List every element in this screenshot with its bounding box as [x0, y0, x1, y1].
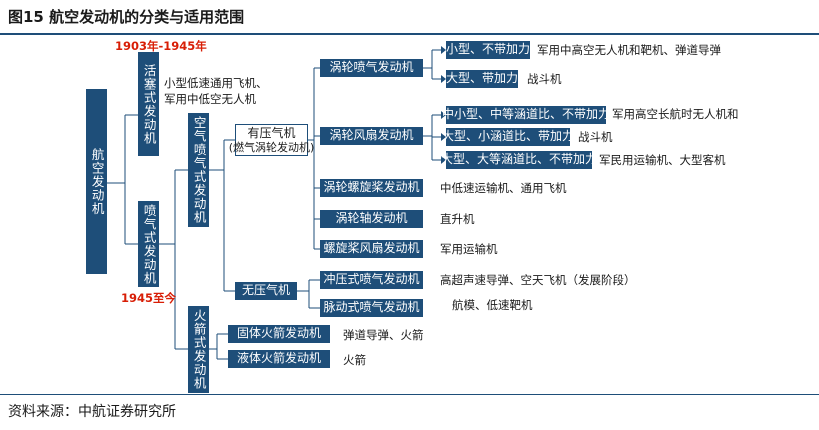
node-piston-engine-label: 活塞式发动机	[141, 63, 157, 145]
application-propfan: 军用运输机	[440, 242, 498, 256]
node-turboshaft: 涡轮轴发动机	[320, 210, 423, 228]
connector-jet	[159, 169, 188, 350]
node-with-compressor-note: (燃气涡轮发动机)	[228, 140, 315, 154]
node-aero-engine-label: 航空发动机	[89, 147, 105, 216]
arrowhead	[441, 111, 446, 119]
source-note: 资料来源：中航证券研究所	[8, 404, 176, 420]
connector-airbreathing	[209, 139, 235, 292]
application-solid-rocket: 弹道导弹、火箭	[343, 328, 424, 342]
node-turbofan: 涡轮风扇发动机	[320, 127, 423, 145]
connector-rocket	[209, 333, 228, 360]
application-turbojet-large: 战斗机	[527, 72, 562, 86]
node-with-compressor-label: 有压气机	[247, 125, 296, 140]
connector-turbojet	[423, 49, 441, 80]
node-piston-engine: 活塞式发动机	[138, 52, 159, 156]
node-liquid-rocket-engine: 液体火箭发动机	[228, 350, 330, 368]
piston-application-text: 小型低速通用飞机、 军用中低空无人机	[164, 76, 268, 107]
node-rocket-engine-label: 火箭式发动机	[191, 309, 207, 390]
footer-divider	[0, 394, 819, 395]
node-airbreathing-jet-engine-label: 空气喷气式发动机	[191, 116, 207, 224]
node-turbojet-large: 大型、带加力	[446, 70, 518, 88]
node-pulsejet: 脉动式喷气发动机	[320, 299, 423, 317]
figure-title: 图15 航空发动机的分类与适用范围	[8, 8, 245, 26]
node-rocket-engine: 火箭式发动机	[188, 306, 209, 393]
connector-turbofan	[423, 114, 441, 161]
application-ramjet: 高超声速导弹、空天飞机（发展阶段）	[440, 273, 636, 287]
node-solid-rocket-engine: 固体火箭发动机	[228, 325, 330, 343]
jet-era-label: 1945至今	[121, 291, 177, 305]
node-aero-engine: 航空发动机	[86, 89, 107, 274]
piston-era-label: 1903年-1945年	[115, 39, 207, 53]
node-with-compressor: 有压气机 (燃气涡轮发动机)	[229, 124, 314, 156]
application-turbojet-small: 军用中高空无人机和靶机、弹道导弹	[537, 43, 721, 57]
application-pulsejet: 航模、低速靶机	[452, 298, 533, 312]
title-divider	[0, 33, 819, 35]
connector-root	[107, 114, 138, 245]
node-turbofan-small: 中小型、中等涵道比、不带加力	[442, 106, 610, 124]
application-turboprop: 中低速运输机、通用飞机	[440, 181, 567, 195]
connector-compressor	[308, 67, 320, 250]
node-jet-engine-label: 喷气式发动机	[141, 203, 157, 285]
node-jet-engine: 喷气式发动机	[138, 201, 159, 287]
node-turbofan-large-big-bypass: 大型、大等涵道比、不带加力	[441, 151, 597, 169]
node-ramjet: 冲压式喷气发动机	[320, 271, 423, 289]
application-turbofan-large-small-bypass: 战斗机	[578, 130, 613, 144]
node-propfan: 螺旋桨风扇发动机	[320, 240, 423, 258]
connector-no-compressor	[297, 279, 320, 309]
application-turboshaft: 直升机	[440, 212, 475, 226]
arrowhead	[441, 46, 446, 54]
node-turbojet: 涡轮喷气发动机	[320, 59, 423, 77]
piston-application-label: 小型低速通用飞机、 军用中低空无人机	[164, 76, 268, 106]
node-turboprop: 涡轮螺旋桨发动机	[320, 179, 423, 197]
node-airbreathing-jet-engine: 空气喷气式发动机	[188, 113, 209, 227]
application-turbofan-small: 军用高空长航时无人机和	[612, 107, 739, 121]
node-turbojet-small: 小型、不带加力	[446, 41, 530, 59]
arrowhead	[441, 133, 446, 141]
node-turbofan-large-small-bypass: 大型、小涵道比、带加力	[442, 128, 574, 146]
application-liquid-rocket: 火箭	[343, 353, 366, 367]
arrowhead	[441, 75, 446, 83]
node-without-compressor: 无压气机	[235, 282, 297, 300]
arrowhead	[441, 156, 446, 164]
application-turbofan-large-big-bypass: 军民用运输机、大型客机	[599, 153, 726, 167]
